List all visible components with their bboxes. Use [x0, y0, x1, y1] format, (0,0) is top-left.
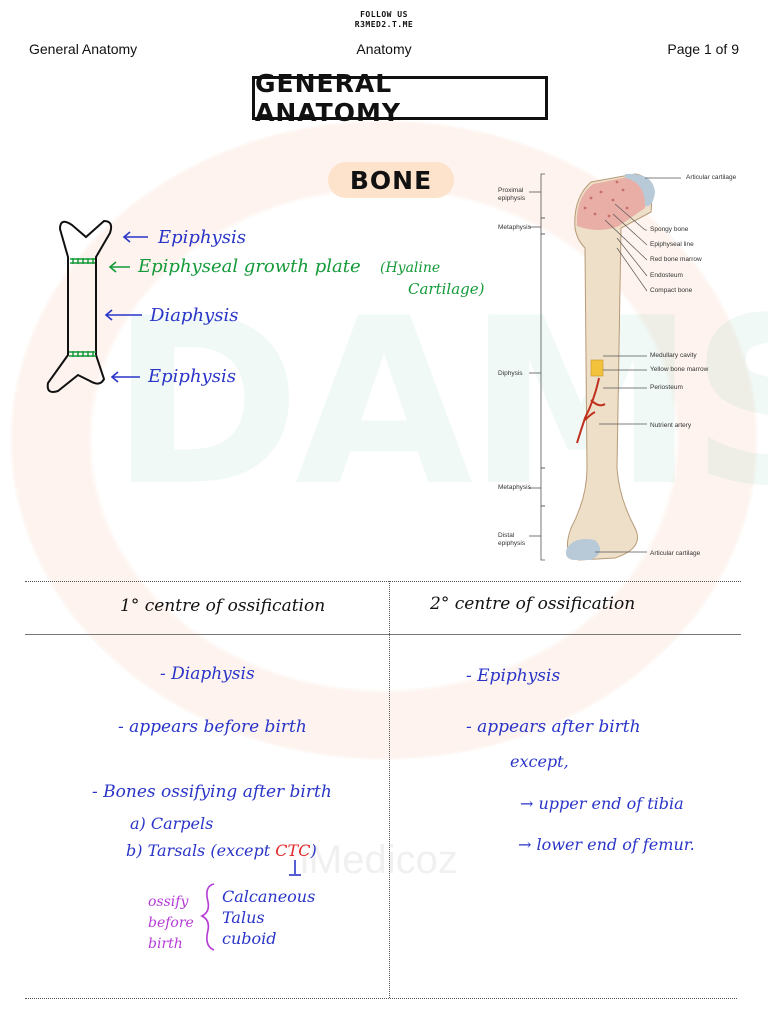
fig-label-articular-top: Articular cartilage — [686, 174, 737, 181]
ossify-word-2: before — [148, 915, 194, 931]
fig-label-endosteum: Endosteum — [650, 272, 683, 279]
col2-line-except: except, — [510, 752, 569, 771]
page-title-text: GENERAL ANATOMY — [255, 69, 401, 127]
table-top-border — [25, 581, 741, 582]
follow-banner: FOLLOW US R3MED2.T.ME — [0, 10, 768, 30]
fig-label-periosteum: Periosteum — [650, 384, 683, 391]
bone-cuboid: cuboid — [222, 929, 277, 948]
fig-label-metaphysis-bottom: Metaphysis — [498, 484, 531, 491]
col2-line-epiphysis: - Epiphysis — [466, 666, 561, 686]
fig-label-spongy: Spongy bone — [650, 226, 689, 233]
label-growth-plate: Epiphyseal growth plate — [138, 256, 361, 277]
label-hyaline: (Hyaline — [380, 260, 441, 276]
col2-header: 2° centre of ossification — [430, 594, 636, 614]
label-diaphysis: Diaphysis — [150, 305, 239, 326]
bone-calcaneous: Calcaneous — [222, 887, 316, 906]
label-epiphysis-top: Epiphysis — [158, 227, 246, 248]
header-center: Anatomy — [356, 41, 412, 57]
purple-bracket — [200, 883, 215, 951]
fig-label-articular-bottom: Articular cartilage — [650, 550, 701, 557]
fig-label-distal: Distal epiphysis — [498, 532, 526, 547]
ossify-word-3: birth — [148, 936, 183, 952]
col1-line-before-birth: - appears before birth — [118, 717, 307, 737]
col2-line-tibia: → upper end of tibia — [520, 794, 684, 813]
header-left: General Anatomy — [29, 41, 138, 57]
table-header-border — [25, 634, 741, 635]
watermark-ring — [10, 120, 758, 760]
page-title: GENERAL ANATOMY — [252, 69, 548, 127]
fig-label-epiphyseal-line: Epiphyseal line — [650, 241, 694, 248]
ctc-text: CTC — [275, 841, 311, 860]
tarsals-close: ) — [310, 841, 317, 860]
page-number: Page 1 of 9 — [667, 41, 739, 57]
section-title-text: BONE — [349, 165, 433, 195]
ossify-before-birth: ossify before birth — [148, 892, 194, 955]
bone-sketch — [46, 219, 113, 393]
watermark-dams: DAMS — [110, 270, 768, 537]
label-cartilage: Cartilage) — [408, 280, 485, 298]
label-epiphysis-bottom: Epiphysis — [148, 366, 236, 387]
follow-line1: FOLLOW US — [360, 10, 408, 19]
ctc-bones: Calcaneous Talus cuboid — [222, 886, 315, 949]
col1-line-tarsals: b) Tarsals (except CTC) — [126, 841, 317, 860]
col1-line-after-birth: - Bones ossifying after birth — [92, 782, 332, 802]
down-arrow — [289, 860, 301, 876]
fig-label-metaphysis-top: Metaphysis — [498, 224, 531, 231]
fig-label-compact: Compact bone — [650, 287, 693, 294]
fig-label-diphysis: Diphysis — [498, 370, 523, 377]
ossify-word-1: ossify — [148, 894, 189, 910]
fig-label-medullary: Medullary cavity — [650, 352, 697, 359]
col1-header: 1° centre of ossification — [120, 596, 326, 616]
col2-line-femur: → lower end of femur. — [518, 835, 695, 854]
watermark-medicoz: iMedicoz — [300, 838, 458, 882]
tarsals-text: b) Tarsals (except — [126, 841, 276, 860]
table-column-divider — [389, 581, 390, 998]
col2-line-after-birth: - appears after birth — [466, 717, 641, 737]
fig-label-nutrient-artery: Nutrient artery — [650, 422, 692, 429]
sketch-arrows — [104, 231, 148, 383]
fig-label-yellow-marrow: Yellow bone marrow — [650, 366, 709, 373]
section-title: BONE — [328, 162, 454, 198]
col1-line-carpels: a) Carpels — [130, 814, 214, 833]
femur-figure — [529, 173, 681, 561]
table-bottom-border — [25, 998, 737, 999]
col1-line-diaphysis: - Diaphysis — [160, 664, 255, 684]
bone-talus: Talus — [222, 908, 265, 927]
follow-line2: R3MED2.T.ME — [354, 20, 414, 29]
fig-label-red-marrow: Red bone marrow — [650, 256, 702, 263]
fig-label-proximal: Proximal epiphysis — [498, 187, 526, 202]
